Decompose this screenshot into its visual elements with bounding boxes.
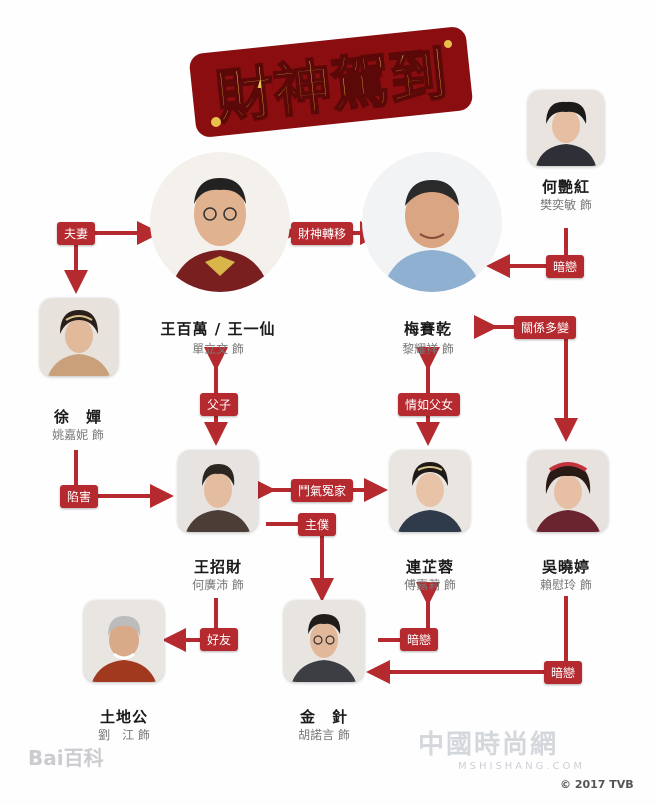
portrait-he-yanhong: [528, 90, 604, 166]
site-watermark: 中國時尚網 MSHISHANG.COM: [418, 730, 586, 772]
portrait-mei-saiqian: [362, 152, 502, 292]
name-lian-zhirong: 連芷蓉: [405, 558, 454, 576]
tag-anlian-wu: 暗戀: [544, 661, 583, 684]
portrait-wang-zhaocai: [178, 450, 258, 532]
actor-he-yanhong: 樊奕敏 飾: [540, 198, 592, 212]
tag-qingru: 情如父女: [398, 393, 461, 416]
portrait-tu-digong: [84, 600, 164, 682]
actor-tu-digong: 劉 江 飾: [98, 728, 150, 742]
tag-douqi: 鬥氣冤家: [291, 479, 354, 502]
copyright: © 2017 TVB: [560, 778, 634, 791]
show-logo: 財神駕到: [186, 22, 476, 142]
actor-jin-zhen: 胡諾言 飾: [298, 728, 350, 742]
name-wang-zhaocai: 王招財: [193, 558, 242, 576]
portrait-wang-baiwan: [150, 152, 290, 292]
tag-caishen: 財神轉移: [291, 222, 354, 245]
name-xu-chan: 徐 嬋: [53, 408, 102, 426]
name-tu-digong: 土地公: [99, 708, 148, 726]
actor-wang-zhaocai: 何廣沛 飾: [192, 578, 244, 592]
portrait-xu-chan: [40, 298, 118, 376]
portrait-wu-xiaoting: [528, 450, 608, 532]
tag-guanxi: 關係多變: [514, 316, 577, 339]
name-jin-zhen: 金 針: [299, 708, 348, 726]
actor-mei-saiqian: 黎耀祥 飾: [402, 342, 454, 356]
name-wang-baiwan: 王百萬 / 王一仙: [160, 320, 276, 338]
tag-fuqi: 夫妻: [57, 222, 96, 245]
actor-wang-baiwan: 單立文 飾: [192, 342, 244, 356]
baidu-watermark: Bai百科: [28, 746, 104, 770]
actor-lian-zhirong: 傅嘉莉 飾: [404, 578, 456, 592]
actor-xu-chan: 姚嘉妮 飾: [52, 428, 104, 442]
portrait-jin-zhen: [284, 600, 364, 682]
name-mei-saiqian: 梅賽乾: [403, 320, 452, 338]
tag-fuzi: 父子: [200, 393, 239, 416]
actor-wu-xiaoting: 賴慰玲 飾: [540, 578, 592, 592]
name-he-yanhong: 何艷紅: [541, 178, 590, 196]
portrait-lian-zhirong: [390, 450, 470, 532]
tag-xianhai: 陷害: [60, 485, 99, 508]
tag-anlian-he: 暗戀: [546, 255, 585, 278]
name-wu-xiaoting: 吳曉婷: [541, 558, 590, 576]
tag-zhupu: 主僕: [298, 513, 337, 536]
arrow-guanxi: [474, 315, 578, 442]
tag-haoyou: 好友: [200, 628, 239, 651]
tag-anlian-lian: 暗戀: [400, 628, 439, 651]
